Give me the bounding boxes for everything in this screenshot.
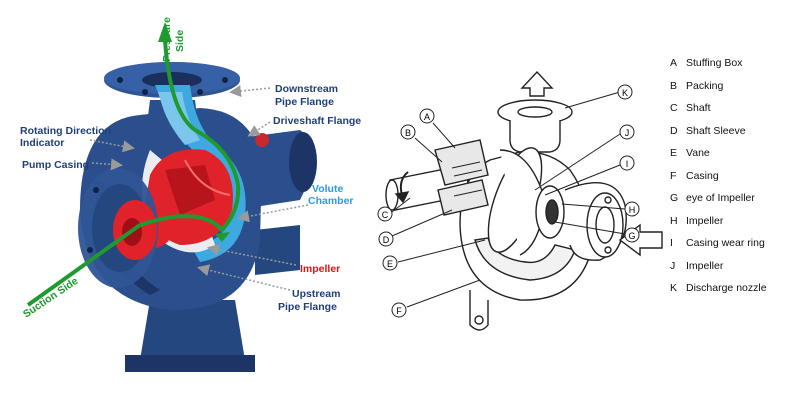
callout-i: I [619,155,635,171]
callout-b: B [400,124,416,140]
pump-line-svg: A B C D E F G H I J K [377,70,663,331]
impeller-label: Impeller [300,263,340,275]
downstream-flange-label-2: Pipe Flange [275,96,334,108]
pump-cutaway-diagram: Pressure Side Downstream Pipe Flange Dri… [0,0,370,400]
pump-base [125,225,300,372]
svg-text:F: F [396,306,402,316]
driveshaft-flange-label: Driveshaft Flange [273,115,361,127]
svg-text:A: A [424,112,430,122]
callout-c: C [377,206,393,222]
volute-chamber-label-2: Chamber [308,195,354,207]
pump-line-art [385,70,663,331]
rotating-direction-label-2: Indicator [20,137,64,149]
callout-f: F [391,302,407,318]
callout-lines [391,91,626,308]
callout-e: E [382,255,398,271]
svg-text:C: C [382,210,389,220]
callout-h: H [624,201,640,217]
svg-text:B: B [405,128,411,138]
callout-g: G [624,227,640,243]
pump-casing-label: Pump Casing [22,159,89,171]
volute-chamber-label-1: Volute [312,183,343,195]
svg-text:G: G [628,231,635,241]
callout-k: K [617,84,633,100]
suction-side-label: Suction Side [21,275,81,321]
upstream-flange-label-2: Pipe Flange [278,301,337,313]
callout-a: A [419,108,435,124]
svg-text:J: J [625,128,630,138]
downstream-flange-label-1: Downstream [275,83,338,95]
pump-cutaway-svg: Pressure Side Downstream Pipe Flange Dri… [20,17,361,372]
svg-text:H: H [629,205,636,215]
svg-text:K: K [622,88,628,98]
callout-markers: A B C D E F G H I J K [377,84,640,318]
volute-water [155,85,246,262]
callout-j: J [619,124,635,140]
suction-flange [78,168,158,288]
flow-arrow [26,22,241,307]
pressure-side-label-2: Side [174,30,186,52]
pointer-lines [89,85,309,291]
svg-text:I: I [626,159,629,169]
pressure-side-label-1: Pressure [161,17,173,62]
callout-d: D [378,231,394,247]
rotating-direction-label-1: Rotating Direction [20,125,111,137]
svg-text:D: D [383,235,390,245]
svg-text:E: E [387,259,393,269]
upstream-flange-label-1: Upstream [292,288,340,300]
